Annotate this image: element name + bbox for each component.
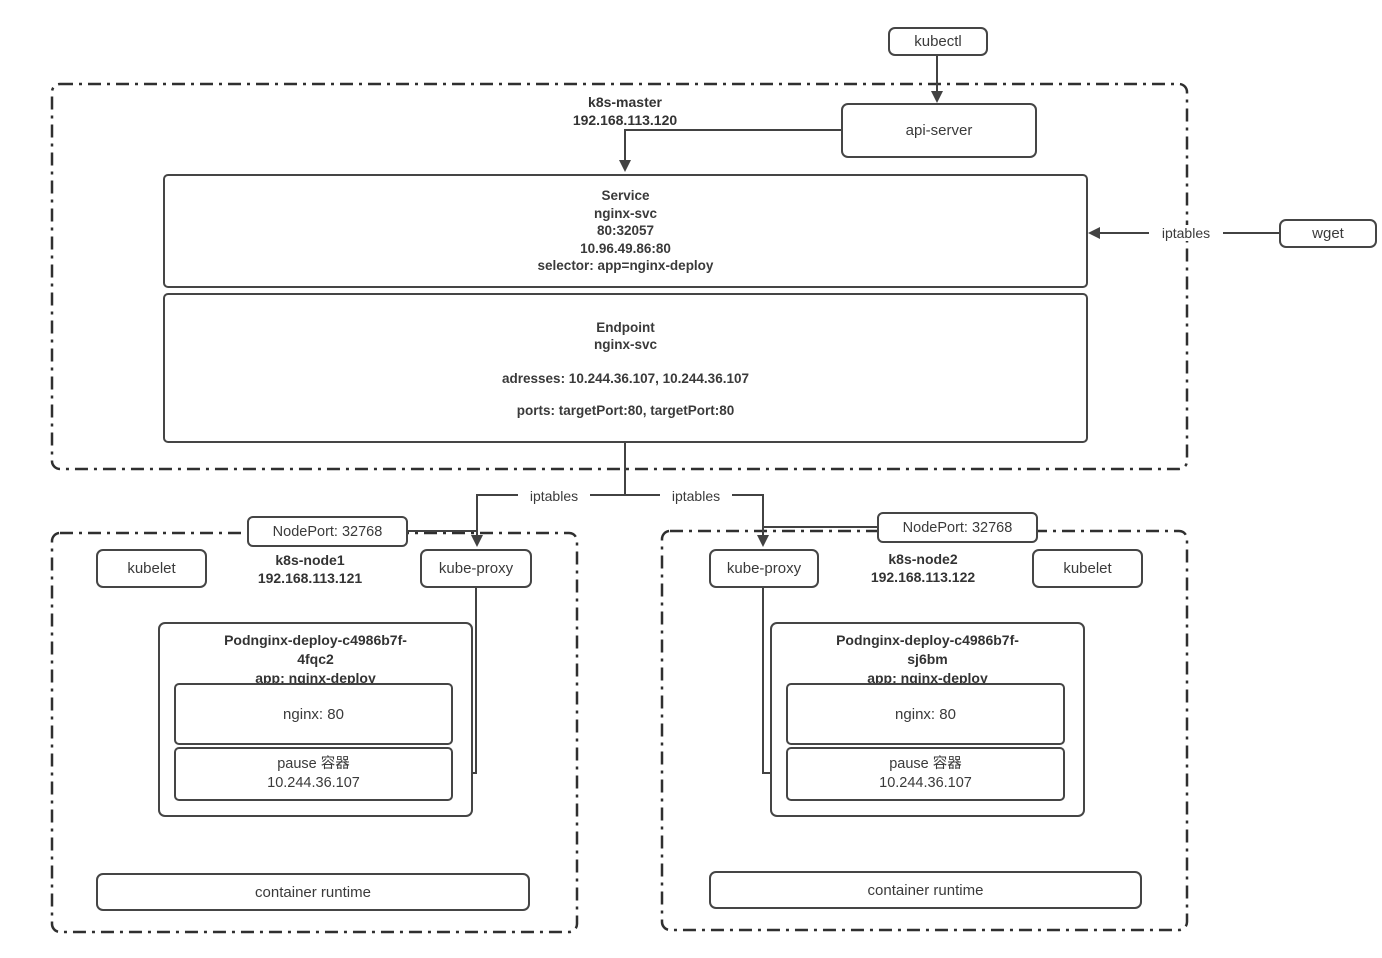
node1-pod-app-label: app: nginx-deploy bbox=[255, 670, 376, 686]
node1-pause-container-ip: 10.244.36.107 bbox=[267, 775, 360, 791]
node1-kubelet-box: kubelet bbox=[96, 549, 207, 588]
master-name-label: k8s-master 192.168.113.120 bbox=[500, 93, 750, 129]
connector-apiserver-service-horizontal bbox=[625, 129, 841, 131]
node1-nginx-container-label: nginx: 80 bbox=[283, 705, 344, 723]
arrowhead-service bbox=[619, 160, 631, 172]
node1-pod-title-line2: 4fqc2 bbox=[297, 651, 334, 667]
endpoint-addresses: adresses: 10.244.36.107, 10.244.36.107 bbox=[502, 370, 749, 386]
node1-pod-title: Podnginx-deploy-c4986b7f- 4fqc2 app: ngi… bbox=[224, 631, 407, 688]
node2-kubelet-box: kubelet bbox=[1032, 549, 1143, 588]
kubectl-box: kubectl bbox=[888, 27, 988, 56]
node2-pause-container-ip: 10.244.36.107 bbox=[879, 775, 972, 791]
connector-endpoint-down bbox=[624, 443, 626, 496]
node1-name: k8s-node1 bbox=[275, 552, 345, 568]
node2-nginx-container-box: nginx: 80 bbox=[786, 683, 1065, 745]
node1-pause-container-label: pause 容器 bbox=[277, 756, 350, 772]
node2-container-runtime-box: container runtime bbox=[709, 871, 1142, 909]
service-title: Service bbox=[601, 188, 650, 204]
connector-apiserver-service-vertical bbox=[624, 129, 626, 162]
node2-name-label: k8s-node2 192.168.113.122 bbox=[833, 550, 1013, 586]
node2-pause-container-box: pause 容器 10.244.36.107 bbox=[786, 747, 1065, 801]
service-name: nginx-svc bbox=[593, 205, 658, 221]
connector-kubeproxy2-down bbox=[762, 588, 764, 774]
nodeport2-label: NodePort: 32768 bbox=[902, 519, 1013, 536]
master-name: k8s-master bbox=[588, 94, 662, 110]
master-ip: 192.168.113.120 bbox=[572, 112, 678, 128]
node2-pod-app-label: app: nginx-deploy bbox=[867, 670, 988, 686]
wget-label: wget bbox=[1312, 225, 1344, 242]
connector-left-branch-down bbox=[476, 494, 478, 536]
arrowhead-service-from-wget bbox=[1088, 227, 1100, 239]
endpoint-box: Endpoint nginx-svc adresses: 10.244.36.1… bbox=[163, 293, 1088, 443]
arrowhead-kubeproxy1 bbox=[471, 535, 483, 547]
node2-pause-container-label: pause 容器 bbox=[889, 756, 962, 772]
connector-kubeproxy1-down bbox=[475, 588, 477, 774]
service-port-mapping: 80:32057 bbox=[596, 223, 655, 239]
iptables-wget-label: iptables bbox=[1149, 225, 1223, 241]
node1-kube-proxy-label: kube-proxy bbox=[438, 560, 514, 577]
node1-kubelet-label: kubelet bbox=[127, 560, 176, 577]
connector-branch-horizontal bbox=[477, 494, 764, 496]
nodeport1-box: NodePort: 32768 bbox=[247, 516, 408, 547]
api-server-box: api-server bbox=[841, 103, 1037, 158]
node1-pause-container-box: pause 容器 10.244.36.107 bbox=[174, 747, 453, 801]
service-selector: selector: app=nginx-deploy bbox=[537, 258, 714, 274]
node1-kube-proxy-box: kube-proxy bbox=[420, 549, 532, 588]
connector-right-branch-down bbox=[762, 494, 764, 536]
arrowhead-apiserver bbox=[931, 91, 943, 103]
connector-kubectl-apiserver bbox=[936, 56, 938, 94]
iptables-node1-label: iptables bbox=[518, 488, 590, 504]
endpoint-name: nginx-svc bbox=[593, 337, 658, 352]
node1-container-runtime-label: container runtime bbox=[255, 883, 371, 901]
arrowhead-kubeproxy2 bbox=[757, 535, 769, 547]
node1-ip: 192.168.113.121 bbox=[257, 570, 363, 586]
node2-pod-title: Podnginx-deploy-c4986b7f- sj6bm app: ngi… bbox=[836, 631, 1019, 688]
endpoint-title: Endpoint bbox=[596, 319, 655, 335]
node1-container-runtime-box: container runtime bbox=[96, 873, 530, 911]
api-server-label: api-server bbox=[905, 122, 973, 139]
endpoint-ports: ports: targetPort:80, targetPort:80 bbox=[516, 402, 735, 418]
node2-pod-title-line2: sj6bm bbox=[907, 651, 948, 667]
node1-nginx-container-box: nginx: 80 bbox=[174, 683, 453, 745]
node1-pod-title-line1: Podnginx-deploy-c4986b7f- bbox=[224, 632, 407, 648]
node2-name: k8s-node2 bbox=[888, 551, 958, 567]
service-box: Service nginx-svc 80:32057 10.96.49.86:8… bbox=[163, 174, 1088, 288]
connector-nodeport1 bbox=[406, 530, 476, 532]
nodeport2-box: NodePort: 32768 bbox=[877, 512, 1038, 543]
node2-ip: 192.168.113.122 bbox=[870, 569, 976, 585]
node2-kubelet-label: kubelet bbox=[1063, 560, 1112, 577]
node2-pod-title-line1: Podnginx-deploy-c4986b7f- bbox=[836, 632, 1019, 648]
nodeport1-label: NodePort: 32768 bbox=[272, 523, 383, 540]
node2-container-runtime-label: container runtime bbox=[867, 881, 984, 899]
node1-name-label: k8s-node1 192.168.113.121 bbox=[220, 551, 400, 587]
iptables-node2-label: iptables bbox=[660, 488, 732, 504]
node2-kube-proxy-box: kube-proxy bbox=[709, 549, 819, 588]
wget-box: wget bbox=[1279, 219, 1377, 248]
service-cluster-ip: 10.96.49.86:80 bbox=[580, 240, 671, 256]
connector-nodeport2 bbox=[764, 526, 878, 528]
kubectl-label: kubectl bbox=[914, 33, 962, 50]
master-dashed-border bbox=[50, 82, 1189, 471]
node2-nginx-container-label: nginx: 80 bbox=[895, 705, 956, 723]
node2-kube-proxy-label: kube-proxy bbox=[726, 560, 802, 577]
